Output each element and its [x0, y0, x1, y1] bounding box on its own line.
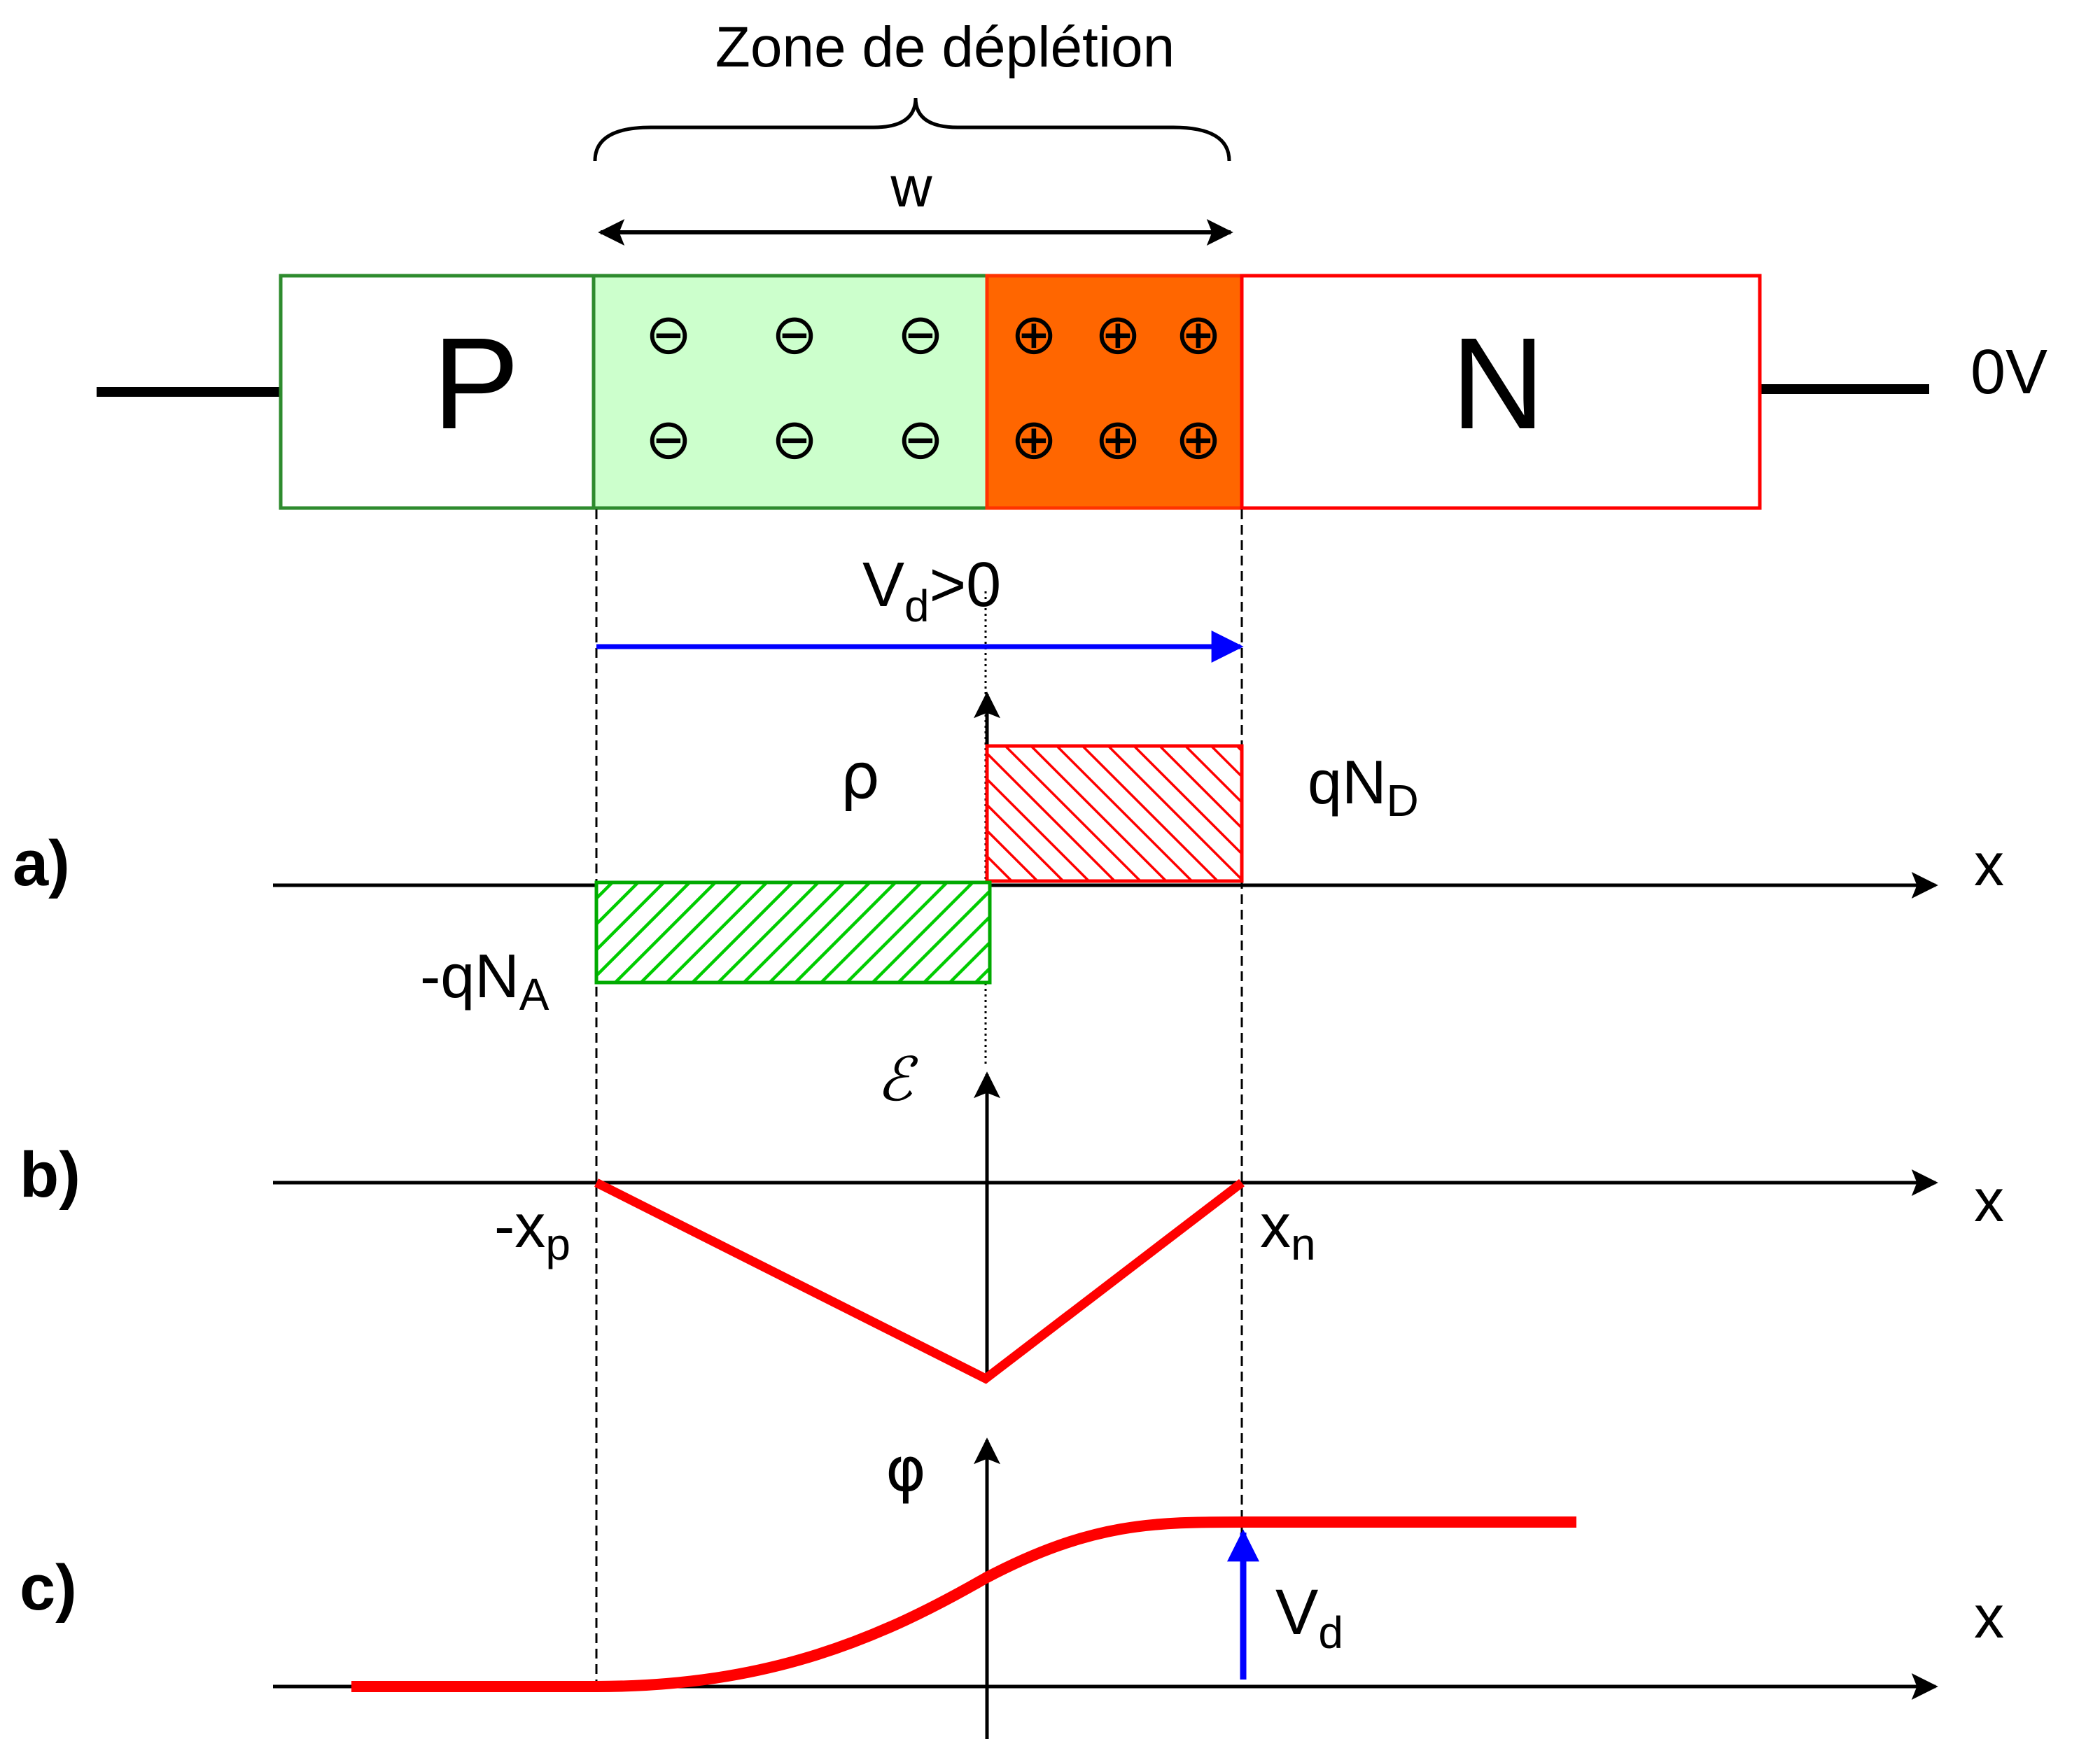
negative-ion: ⊖: [897, 407, 944, 472]
xn-label: xn: [1260, 1191, 1316, 1269]
minus-xp-label: -xp: [494, 1191, 570, 1269]
potential-curve: [351, 1516, 1576, 1692]
positive-ion: ⊕: [1010, 302, 1057, 367]
negative-ion: ⊖: [645, 302, 692, 367]
rho-label: ρ: [840, 740, 880, 813]
positive-ions: ⊕ ⊕ ⊕ ⊕ ⊕ ⊕: [1010, 302, 1222, 472]
positive-ion: ⊕: [1094, 302, 1141, 367]
negative-ion: ⊖: [771, 407, 818, 472]
negative-ion: ⊖: [897, 302, 944, 367]
panel-a-x-label: x: [1974, 831, 2004, 899]
panel-b-tag: b): [20, 1139, 80, 1211]
p-region-label: P: [433, 311, 519, 456]
depletion-zone-label: Zone de déplétion: [715, 15, 1175, 79]
qna-label: -qNA: [420, 941, 550, 1020]
vd-label: Vd: [1275, 1577, 1343, 1658]
negative-ion: ⊖: [645, 407, 692, 472]
depletion-zone-brace: [593, 97, 1231, 162]
positive-ion: ⊕: [1175, 407, 1222, 472]
width-label: w: [890, 155, 932, 219]
positive-charge-block: [985, 744, 1244, 883]
panel-c-x-label: x: [1974, 1584, 2004, 1651]
positive-ion: ⊕: [1094, 407, 1141, 472]
panel-c-tag: c): [20, 1552, 77, 1624]
panel-b-x-label: x: [1974, 1167, 2004, 1234]
negative-charge-block: [594, 880, 992, 985]
panel-a-tag: a): [13, 828, 70, 899]
field-label: ℰ: [876, 1045, 918, 1115]
negative-ion: ⊖: [771, 302, 818, 367]
diffusion-voltage-label: Vd>0: [862, 550, 1001, 631]
n-region-label: N: [1451, 311, 1545, 456]
negative-ions: ⊖ ⊖ ⊖ ⊖ ⊖ ⊖: [645, 302, 944, 472]
phi-label: φ: [886, 1433, 926, 1505]
n-region: [1240, 274, 1762, 510]
positive-ion: ⊕: [1175, 302, 1222, 367]
positive-ion: ⊕: [1010, 407, 1057, 472]
qnd-label: qND: [1308, 747, 1419, 826]
right-terminal-label: 0V: [1970, 337, 2047, 407]
p-region: [279, 274, 596, 510]
electric-field-curve: [594, 1178, 1245, 1384]
p-depletion-region: [592, 274, 989, 510]
n-depletion-region: [985, 274, 1244, 510]
